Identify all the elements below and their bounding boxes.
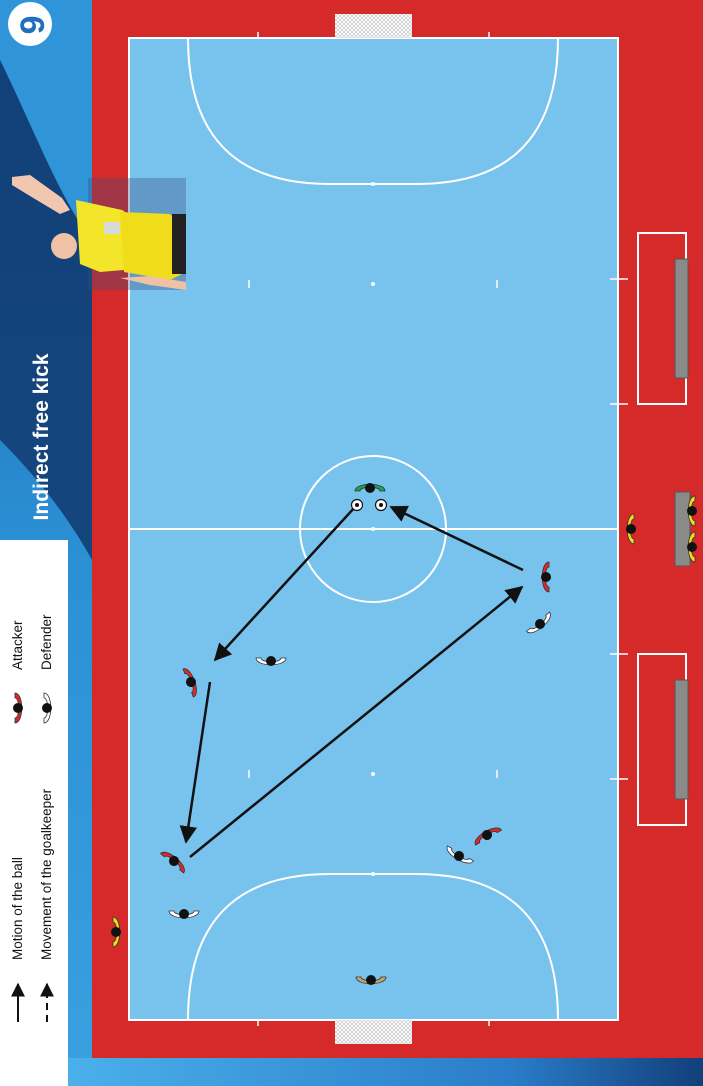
legend-defender-label: Defender bbox=[39, 614, 54, 670]
legend-attacker-label: Attacker bbox=[10, 620, 25, 670]
legend-goalkeeper-label: Movement of the goalkeeper bbox=[39, 789, 54, 960]
second-penalty-spot-bottom bbox=[371, 772, 375, 776]
goal-bottom bbox=[335, 1020, 412, 1044]
center-spot bbox=[371, 527, 375, 531]
second-penalty-spot-top bbox=[371, 282, 375, 286]
penalty-spot-bottom bbox=[371, 872, 375, 876]
officials-table bbox=[675, 492, 690, 566]
diagram-title: Indirect free kick bbox=[30, 354, 54, 521]
bench-top bbox=[675, 259, 688, 378]
bench-bottom bbox=[675, 680, 688, 799]
penalty-spot-top bbox=[371, 182, 375, 186]
bottom-strip bbox=[68, 1058, 703, 1086]
legend-ball-label: Motion of the ball bbox=[10, 857, 25, 960]
goal-top bbox=[335, 14, 412, 38]
page-number: 6 bbox=[5, 3, 57, 49]
